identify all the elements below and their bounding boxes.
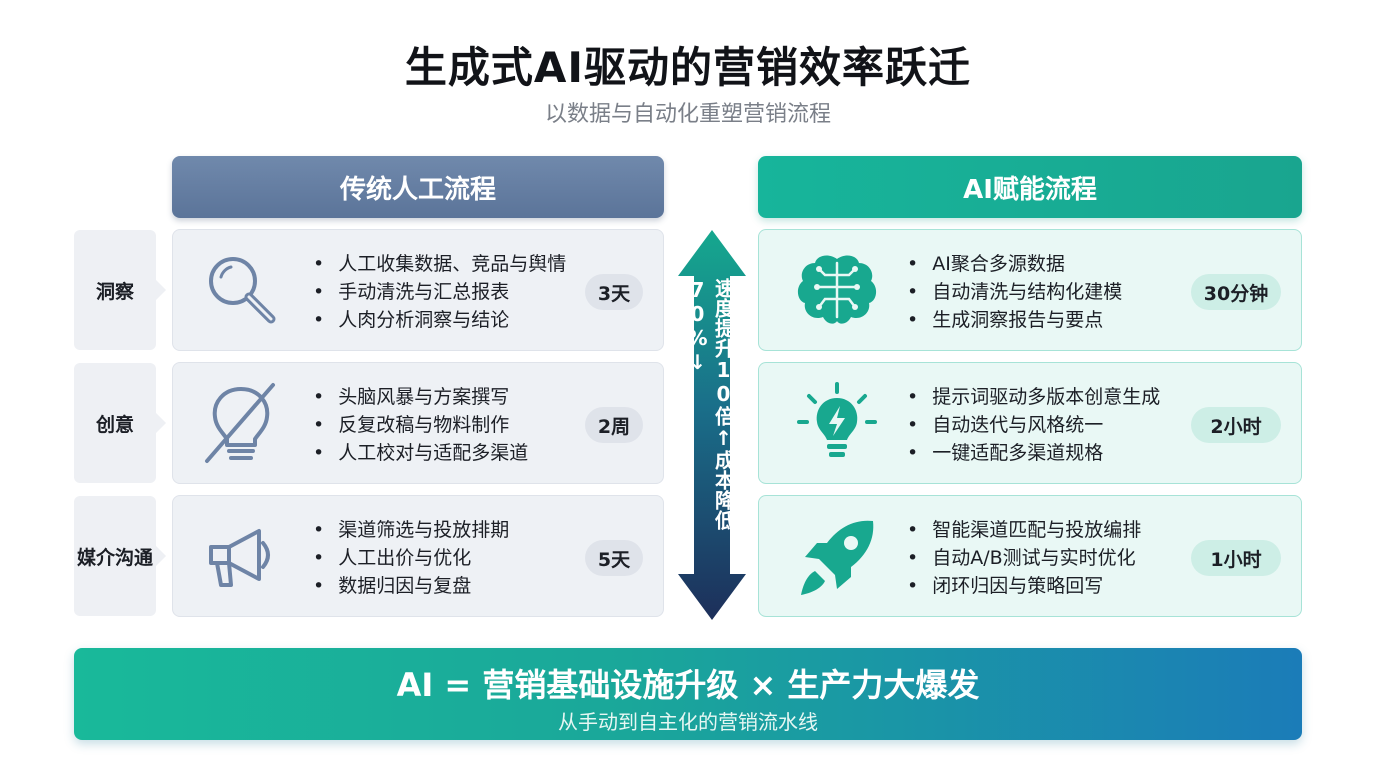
list-item: 反复改稿与物料制作 [313, 411, 528, 439]
ai-media-bullets: 智能渠道匹配与投放编排 自动A/B测试与实时优化 闭环归因与策略回写 [907, 516, 1141, 600]
ai-media-card: 智能渠道匹配与投放编排 自动A/B测试与实时优化 闭环归因与策略回写 1小时 [758, 495, 1302, 617]
list-item: 人工出价与优化 [313, 544, 509, 572]
traditional-media-bullets: 渠道筛选与投放排期 人工出价与优化 数据归因与复盘 [313, 516, 509, 600]
list-item: 人工收集数据、竞品与舆情 [313, 250, 566, 278]
ai-insight-bullets: AI聚合多源数据 自动清洗与结构化建模 生成洞察报告与要点 [907, 250, 1122, 334]
time-badge: 1小时 [1191, 540, 1281, 576]
list-item: 一键适配多渠道规格 [907, 439, 1160, 467]
time-badge: 2小时 [1191, 407, 1281, 443]
time-badge: 2周 [585, 407, 643, 443]
ai-creative-bullets: 提示词驱动多版本创意生成 自动迭代与风格统一 一键适配多渠道规格 [907, 383, 1160, 467]
list-item: 自动A/B测试与实时优化 [907, 544, 1141, 572]
ai-insight-card: AI聚合多源数据 自动清洗与结构化建模 生成洞察报告与要点 30分钟 [758, 229, 1302, 351]
efficiency-arrow: 速度提升10倍↑成本降低70%↓ [678, 230, 746, 620]
megaphone-icon [195, 512, 287, 602]
traditional-creative-bullets: 头脑风暴与方案撰写 反复改稿与物料制作 人工校对与适配多渠道 [313, 383, 528, 467]
list-item: 手动清洗与汇总报表 [313, 278, 566, 306]
list-item: 人肉分析洞察与结论 [313, 306, 566, 334]
banner-subline: 从手动到自主化的营销流水线 [558, 710, 818, 734]
traditional-insight-card: 人工收集数据、竞品与舆情 手动清洗与汇总报表 人肉分析洞察与结论 3天 [172, 229, 664, 351]
traditional-media-card: 渠道筛选与投放排期 人工出价与优化 数据归因与复盘 5天 [172, 495, 664, 617]
page-subtitle: 以数据与自动化重塑营销流程 [544, 102, 831, 127]
arrow-label: 速度提升10倍↑成本降低70%↓ [685, 278, 736, 530]
lightbulb-bolt-icon [791, 379, 883, 469]
ai-creative-card: 提示词驱动多版本创意生成 自动迭代与风格统一 一键适配多渠道规格 2小时 [758, 362, 1302, 484]
list-item: AI聚合多源数据 [907, 250, 1122, 278]
stage-creative-label: 创意 [74, 363, 166, 483]
stage-insight-label: 洞察 [74, 230, 166, 350]
lightbulb-off-icon [195, 379, 287, 469]
list-item: 智能渠道匹配与投放编排 [907, 516, 1141, 544]
list-item: 自动迭代与风格统一 [907, 411, 1160, 439]
stage-media-label: 媒介沟通 [74, 496, 166, 616]
list-item: 头脑风暴与方案撰写 [313, 383, 528, 411]
time-badge: 3天 [585, 274, 643, 310]
page-title: 生成式AI驱动的营销效率跃迁 [404, 43, 972, 92]
traditional-process-header: 传统人工流程 [172, 156, 664, 218]
magnifier-icon [195, 246, 287, 336]
list-item: 渠道筛选与投放排期 [313, 516, 509, 544]
list-item: 人工校对与适配多渠道 [313, 439, 528, 467]
ai-process-header: AI赋能流程 [758, 156, 1302, 218]
summary-banner: AI = 营销基础设施升级 × 生产力大爆发 从手动到自主化的营销流水线 [74, 648, 1302, 740]
ai-brain-icon [791, 246, 883, 336]
list-item: 自动清洗与结构化建模 [907, 278, 1122, 306]
list-item: 提示词驱动多版本创意生成 [907, 383, 1160, 411]
traditional-insight-bullets: 人工收集数据、竞品与舆情 手动清洗与汇总报表 人肉分析洞察与结论 [313, 250, 566, 334]
banner-headline: AI = 营销基础设施升级 × 生产力大爆发 [396, 666, 980, 704]
traditional-creative-card: 头脑风暴与方案撰写 反复改稿与物料制作 人工校对与适配多渠道 2周 [172, 362, 664, 484]
list-item: 数据归因与复盘 [313, 572, 509, 600]
list-item: 生成洞察报告与要点 [907, 306, 1122, 334]
rocket-icon [791, 512, 883, 602]
time-badge: 30分钟 [1191, 274, 1281, 310]
list-item: 闭环归因与策略回写 [907, 572, 1141, 600]
time-badge: 5天 [585, 540, 643, 576]
